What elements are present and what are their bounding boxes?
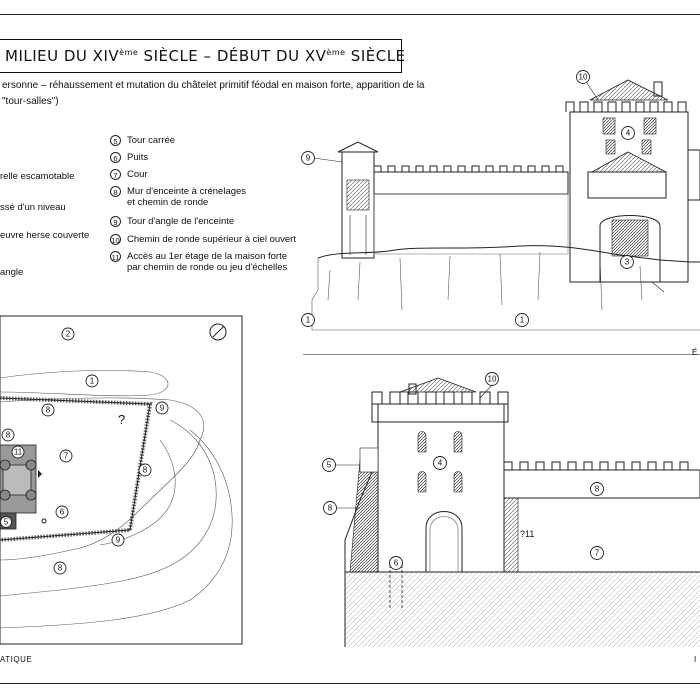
plan-callout-7	[59, 449, 73, 463]
elev-bottom-callout-7	[590, 546, 604, 560]
elev-top-callout-1b	[515, 313, 529, 327]
plan-callout-8c	[138, 463, 152, 477]
elev-bottom-callout-8b	[590, 482, 604, 496]
svg-text:10: 10	[488, 375, 497, 384]
svg-text:8: 8	[6, 431, 11, 440]
plan-callout-9b	[111, 533, 125, 547]
edge-letter-bottom: I	[694, 655, 697, 664]
elev-bottom-callout-4	[433, 456, 447, 470]
legend-left-2: ssé d'un niveau	[0, 202, 66, 213]
svg-text:9: 9	[306, 154, 311, 163]
svg-text:11: 11	[14, 448, 23, 457]
elev-top-callout-1a	[301, 313, 315, 327]
svg-text:3: 3	[625, 258, 630, 267]
elev-bottom-label-q11: ?11	[520, 529, 534, 539]
svg-text:10: 10	[579, 73, 588, 82]
plan-question-mark: ?	[118, 412, 125, 427]
svg-text:5: 5	[4, 518, 9, 527]
svg-text:8: 8	[328, 504, 333, 513]
elev-top-callout-3	[620, 255, 634, 269]
svg-text:5: 5	[327, 461, 332, 470]
plan-callout-8d	[53, 561, 67, 575]
svg-text:7: 7	[64, 452, 69, 461]
legend-left-1: relle escamotable	[0, 171, 75, 182]
curtain-wall-top	[373, 171, 569, 195]
site-plan: 1 2 5 6 7 8 8 8 8 9 9 11 ?	[0, 315, 243, 645]
edge-letter-top: É	[692, 348, 698, 357]
plan-callout-1	[85, 374, 99, 388]
plan-callout-8a	[41, 403, 55, 417]
svg-text:1: 1	[306, 316, 311, 325]
north-arrow-icon	[209, 323, 227, 341]
curtain-wall-bottom	[503, 469, 700, 499]
svg-text:6: 6	[60, 508, 65, 517]
page-title: MILIEU DU XIVème SIÈCLE – DÉBUT DU XVème…	[5, 47, 406, 65]
elevation-bottom: 10 5 8 4 8 6 7 ?11	[322, 372, 700, 647]
bottom-rule	[0, 683, 700, 684]
description-line-1: ersonne – réhaussement et mutation du ch…	[2, 80, 425, 91]
plan-caption: ATIQUE	[0, 655, 33, 664]
svg-text:9: 9	[160, 404, 165, 413]
plan-callout-6	[55, 505, 69, 519]
plan-callout-5	[0, 516, 12, 528]
title-box: MILIEU DU XIVème SIÈCLE – DÉBUT DU XVème…	[0, 39, 405, 73]
legend-left-3: euvre herse couverte	[0, 230, 90, 241]
plan-callout-9a	[155, 401, 169, 415]
legend-left-4: angle	[0, 267, 24, 278]
elev-top-callout-4	[621, 126, 635, 140]
svg-text:8: 8	[595, 485, 600, 494]
elev-bottom-callout-6	[389, 556, 403, 570]
svg-text:8: 8	[58, 564, 63, 573]
svg-text:6: 6	[394, 559, 399, 568]
svg-text:8: 8	[143, 466, 148, 475]
middle-rule	[303, 354, 700, 355]
svg-text:4: 4	[626, 129, 631, 138]
elev-bottom-callout-10	[485, 372, 499, 386]
portcullis	[611, 219, 649, 257]
plan-callout-8b	[1, 428, 15, 442]
plan-callout-2	[61, 327, 75, 341]
svg-text:8: 8	[46, 406, 51, 415]
svg-text:4: 4	[438, 459, 443, 468]
description-line-2: "tour-salles")	[2, 96, 59, 107]
elevation-top: 10 9 4 3 1 1	[301, 70, 700, 331]
svg-text:2: 2	[66, 330, 71, 339]
top-rule	[0, 14, 700, 15]
keep-bottom	[377, 403, 505, 573]
svg-text:1: 1	[520, 316, 525, 325]
elev-top-callout-10	[576, 70, 590, 84]
svg-text:7: 7	[595, 549, 600, 558]
svg-text:1: 1	[90, 377, 95, 386]
svg-text:9: 9	[116, 536, 121, 545]
plan-callout-11	[11, 445, 25, 459]
